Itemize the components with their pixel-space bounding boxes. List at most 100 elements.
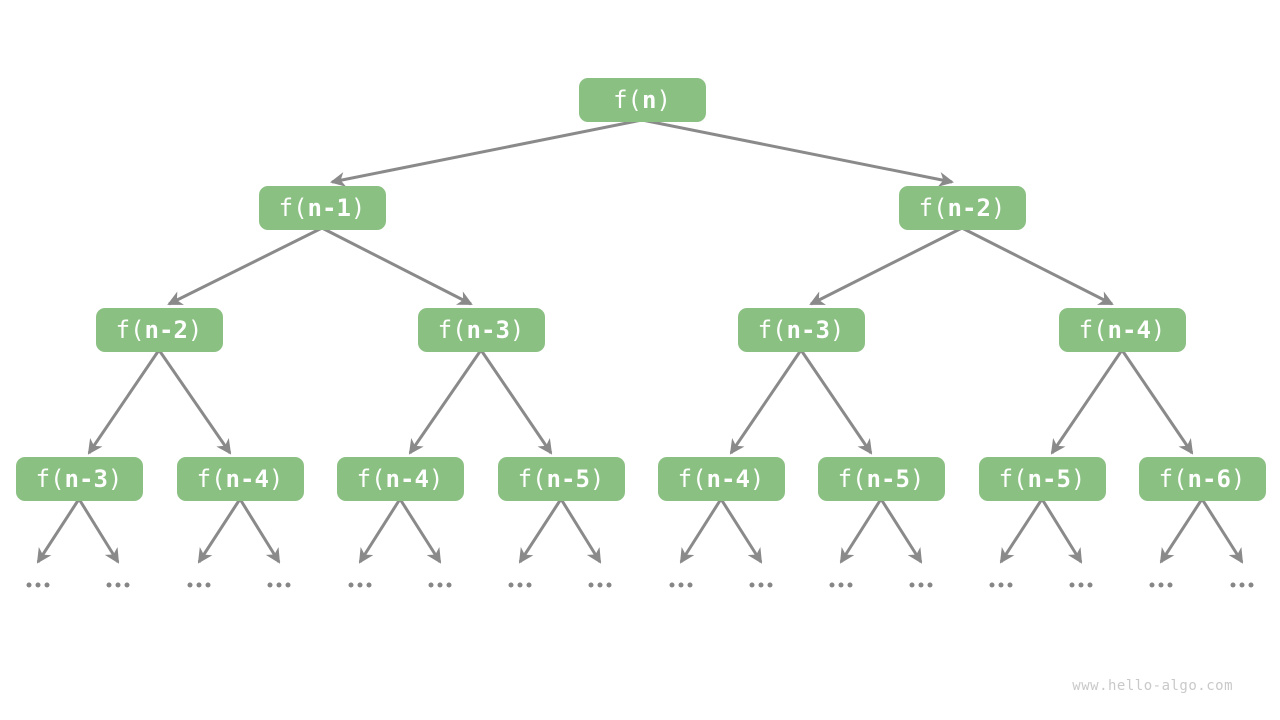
edge-arrow [77,498,120,564]
tree-node: f(n-5) [978,457,1106,501]
edge-arrow [641,118,954,187]
node-label-bold: n-4 [225,465,269,493]
node-label-pre: f( [998,465,1028,493]
node-label-bold: n-2 [144,316,188,344]
node-label-pre: f( [356,465,386,493]
ellipsis-dots [909,582,933,588]
dot-icon [1158,582,1164,588]
tree-node: f(n-3) [417,308,545,352]
dot-icon [1078,582,1084,588]
ellipsis-dots [829,582,853,588]
node-label-post: ) [749,465,765,493]
edge-arrow [961,226,1114,306]
node-label-post: ) [1070,465,1086,493]
tree-node: f(n-3) [15,457,143,501]
edge-arrow [330,118,643,187]
tree-node: f(n-2) [95,308,223,352]
dot-icon [357,582,363,588]
dot-icon [758,582,764,588]
node-label-pre: f( [437,316,467,344]
node-label-post: ) [990,194,1006,222]
ellipsis-dots [106,582,130,588]
node-label-pre: f( [1078,316,1108,344]
dot-icon [35,582,41,588]
ellipsis-dots [508,582,532,588]
dot-icon [1069,582,1075,588]
node-label-post: ) [187,316,203,344]
dot-icon [276,582,282,588]
node-label-post: ) [589,465,605,493]
dot-icon [678,582,684,588]
dot-icon [1167,582,1173,588]
node-label-post: ) [268,465,284,493]
edge-arrow [398,498,442,564]
node-label-post: ) [1230,465,1246,493]
node-label-pre: f( [517,465,547,493]
node-label-bold: n-4 [1107,316,1151,344]
dot-icon [687,582,693,588]
node-label-pre: f( [837,465,867,493]
node-label-bold: n-3 [64,465,108,493]
edge-arrow [1120,349,1194,455]
dot-icon [767,582,773,588]
node-label-post: ) [656,86,671,114]
dot-icon [1007,582,1013,588]
ellipsis-dots [267,582,291,588]
node-label-post: ) [909,465,925,493]
edge-lines [36,118,1244,564]
dot-icon [526,582,532,588]
edge-arrow [167,226,323,306]
dot-icon [918,582,924,588]
tree-node: f(n-5) [497,457,625,501]
node-label-post: ) [428,465,444,493]
dot-icon [669,582,675,588]
edge-arrow [408,349,483,455]
ellipsis-dots [348,582,372,588]
dot-icon [909,582,915,588]
ellipsis-dots [989,582,1013,588]
node-label-pre: f( [1158,465,1188,493]
node-label-post: ) [509,316,525,344]
dot-icon [998,582,1004,588]
tree-node: f(n-4) [1058,308,1186,352]
node-label-post: ) [1150,316,1166,344]
dot-icon [428,582,434,588]
ellipsis-dots [749,582,773,588]
node-label-bold: n-5 [546,465,590,493]
edge-arrow [1200,498,1244,564]
dot-icon [508,582,514,588]
edge-arrow [999,498,1044,564]
dot-icon [829,582,835,588]
ellipsis-dots [187,582,211,588]
dot-icon [196,582,202,588]
dot-icon [285,582,291,588]
dot-icon [517,582,523,588]
tree-node: f(n-5) [817,457,945,501]
node-label-pre: f( [613,86,642,114]
node-label-bold: n-5 [1027,465,1071,493]
node-label-post: ) [350,194,366,222]
dot-icon [597,582,603,588]
dot-icon [44,582,50,588]
dot-icon [588,582,594,588]
dot-icon [1248,582,1254,588]
edge-arrow [879,498,923,564]
edge-arrow [479,349,553,455]
node-label-pre: f( [757,316,787,344]
dot-icon [989,582,995,588]
edge-arrow [679,498,723,564]
ellipsis-dots [428,582,452,588]
node-label-bold: n-4 [385,465,429,493]
node-label-post: ) [829,316,845,344]
node-label-pre: f( [278,194,308,222]
edge-arrow [799,349,873,455]
dot-icon [446,582,452,588]
edge-arrow [1050,349,1124,455]
edge-arrow [157,349,232,455]
node-label-post: ) [107,465,123,493]
ellipsis-dots [1230,582,1254,588]
edge-arrow [559,498,602,564]
edge-arrow [87,349,161,455]
edge-arrow [729,349,803,455]
